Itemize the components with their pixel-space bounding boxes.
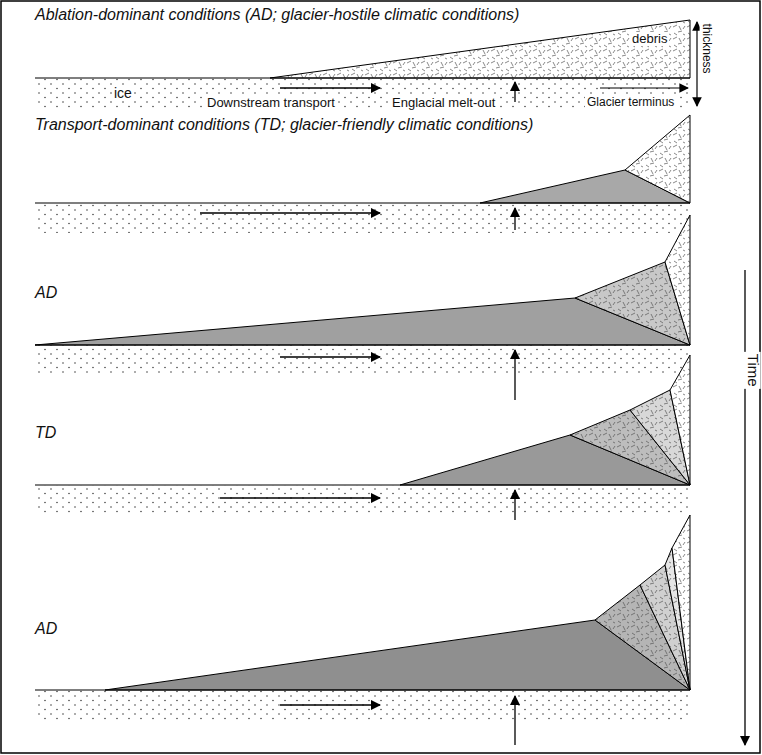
panel-2 [35,115,690,233]
time-label: Time [744,352,761,389]
condition-label: AD [35,620,57,638]
panel-1 [35,20,697,110]
panel-4 [35,355,690,520]
condition-label: AD [35,284,57,302]
panel-title: Ablation-dominant conditions (AD; glacie… [35,6,519,24]
ice-label: ice [112,86,134,101]
transport-label: Downstream transport [205,96,337,110]
debris-label: debris [630,32,669,46]
time-arrow [744,270,745,745]
panel-5 [35,515,690,745]
meltout-label: Englacial melt-out [390,96,497,110]
condition-label: TD [35,424,56,442]
panel-3 [35,215,690,400]
thickness-label: thickness [699,22,712,76]
panel-title: Transport-dominant conditions (TD; glaci… [35,116,533,134]
terminus-label: Glacier terminus [585,96,676,109]
